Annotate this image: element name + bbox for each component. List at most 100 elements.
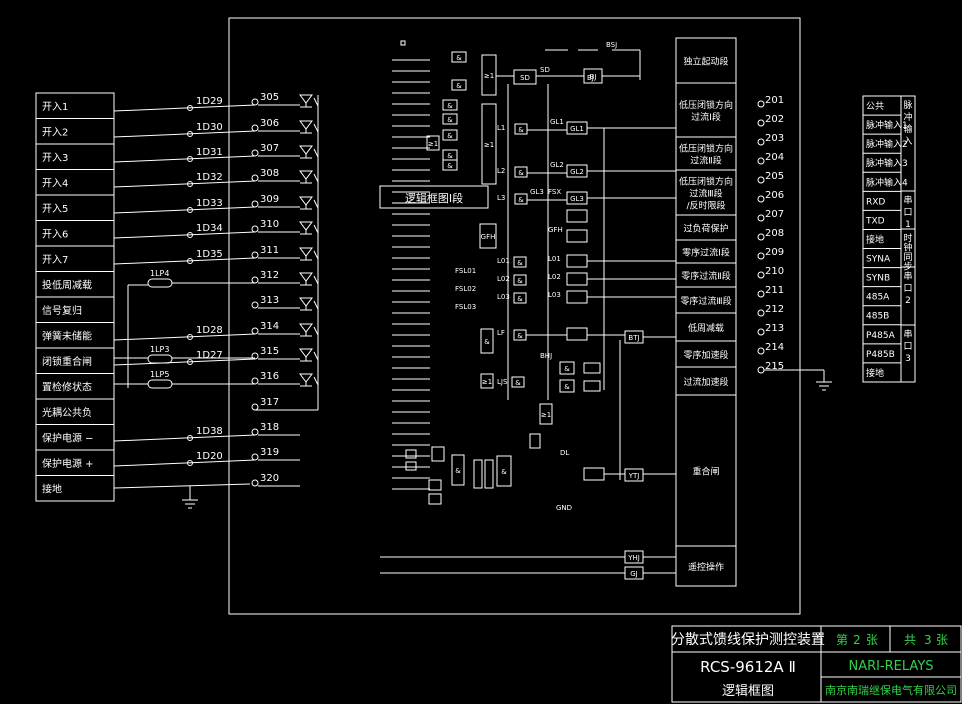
and-gate (514, 123, 528, 135)
id-wire (113, 434, 256, 442)
rterminal-211 (757, 290, 765, 298)
and-gate (451, 79, 467, 91)
and-gate-label: & (518, 126, 524, 134)
id-terminal (187, 258, 193, 264)
or-gate-label: ≥1 (428, 140, 438, 148)
or-gate (481, 54, 497, 96)
rterminal-label-215: 215 (765, 361, 784, 372)
terminal-316 (251, 377, 259, 385)
port-group-1: 脉冲输入 (903, 99, 912, 147)
output-cells: 独立起动段低压闭锁方向过流Ⅰ段低压闭锁方向过流Ⅱ段低压闭锁方向过流Ⅲ段/反时限段… (676, 56, 736, 573)
port-11: 485A (866, 293, 890, 303)
id-wire (113, 459, 256, 467)
timer-block (583, 467, 605, 481)
tzj-block (513, 69, 537, 85)
and-gate-label: & (447, 152, 453, 160)
output-6: 零序过流Ⅰ段 (682, 247, 730, 259)
and-gate-label: & (517, 277, 523, 285)
rterminal-label-209: 209 (765, 247, 784, 258)
id-label-1D38: 1D38 (196, 426, 223, 437)
output-11: 过流加速段 (683, 376, 728, 388)
rterminal-label-204: 204 (765, 152, 784, 163)
gj-label: BSJ (606, 41, 617, 49)
port-3: 脉冲输入2 (866, 138, 908, 150)
gfh-block-label: GFH (481, 233, 496, 241)
bj-block-label: BJ (590, 73, 597, 81)
id-terminal (187, 207, 193, 213)
rterminal-204 (757, 157, 765, 165)
signal-L01: L01 (497, 257, 510, 265)
left-input-10: 弹簧未储能 (42, 329, 92, 342)
id-terminal (187, 131, 193, 137)
signal-LF: LF (497, 329, 505, 337)
left-input-1: 开入1 (42, 102, 68, 113)
optocoupler-symbol (299, 323, 319, 337)
id-terminal (187, 105, 193, 111)
terminal-label-311: 311 (260, 245, 279, 256)
id-wire (113, 257, 256, 265)
bhj-block-label: YTJ (628, 472, 640, 480)
terminal-label-312: 312 (260, 270, 279, 281)
port-9: SYNA (866, 255, 891, 265)
gl1-label: GL1 (550, 118, 564, 126)
terminal-320 (251, 479, 259, 487)
port-14: P485B (866, 350, 895, 360)
signal-L3: L3 (497, 194, 505, 202)
port-table (862, 95, 916, 383)
zero-seq-label: L01 (548, 255, 561, 263)
terminal-label-319: 319 (260, 447, 279, 458)
device-name: 分散式馈线保护测控装置 (671, 632, 825, 648)
gl2-label: GL2 (550, 161, 564, 169)
or-gate (426, 135, 440, 151)
and-gate-label: & (501, 468, 507, 476)
id-wire (113, 358, 256, 366)
port-group-5: 串口3 (903, 329, 912, 364)
id-label-1D20: 1D20 (196, 451, 223, 462)
id-wire (113, 130, 256, 138)
and-gate (480, 328, 494, 354)
left-input-11: 闭锁重合闸 (42, 355, 92, 368)
terminal-label-309: 309 (260, 194, 279, 205)
signal-L2: L2 (497, 167, 505, 175)
or-gate-label: ≥1 (484, 72, 494, 80)
left-input-2: 开入2 (42, 127, 68, 138)
left-input-3: 开入3 (42, 153, 68, 164)
rterminal-206 (757, 195, 765, 203)
terminal-label-308: 308 (260, 168, 279, 179)
port-group-2: 串口1 (903, 195, 912, 230)
and-gate-label: & (564, 365, 570, 373)
timer-block-label: GL2 (570, 168, 584, 176)
rterminal-210 (757, 271, 765, 279)
signal-L03: L03 (497, 293, 510, 301)
and-gate (511, 376, 525, 388)
optocoupler-symbol (299, 221, 319, 235)
port-group-4: 串口2 (903, 271, 912, 306)
and-gate-label: & (517, 259, 523, 267)
rterminal-label-213: 213 (765, 323, 784, 334)
port-2: 脉冲输入1 (866, 119, 908, 131)
logic-gate (431, 446, 445, 462)
sheet-unit: 张 (866, 633, 878, 647)
lp-label-1LP5: 1LP5 (150, 370, 169, 379)
terminal-label-306: 306 (260, 118, 279, 129)
left-input-5: 开入5 (42, 204, 68, 215)
and-gate (442, 129, 458, 141)
id-label-1D30: 1D30 (196, 122, 223, 133)
vcc-label: GND (556, 504, 572, 512)
timer-block-label: GL3 (570, 195, 584, 203)
rterminal-214 (757, 347, 765, 355)
optocoupler-symbol (299, 373, 319, 387)
ground-lead (113, 483, 251, 489)
terminal-307 (251, 149, 259, 157)
and-gate (496, 455, 512, 487)
and-gate (442, 159, 458, 171)
id-label-1D28: 1D28 (196, 325, 223, 336)
output-table (675, 37, 737, 587)
timer-block (566, 229, 588, 243)
rterminal-label-212: 212 (765, 304, 784, 315)
and-gate (559, 379, 575, 393)
or-gate-label: ≥1 (484, 141, 494, 149)
output-1: 独立起动段 (683, 56, 728, 68)
signal-L02: L02 (497, 275, 510, 283)
